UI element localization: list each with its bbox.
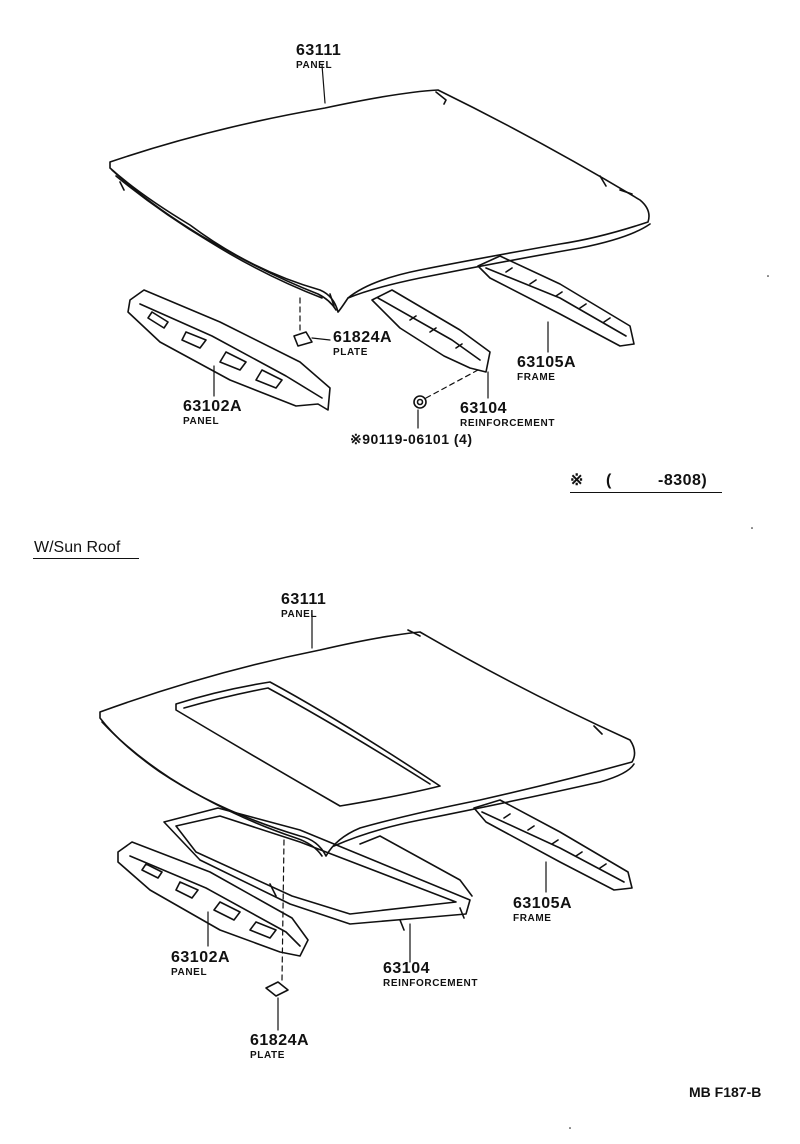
part-number: 63102A bbox=[183, 398, 243, 415]
front-header-panel-sunroof-part bbox=[117, 841, 309, 957]
part-number: 61824A bbox=[333, 329, 393, 346]
speck bbox=[569, 1127, 571, 1129]
roof-panel-sunroof-part bbox=[99, 629, 636, 857]
section-title-sunroof: W/Sun Roof bbox=[34, 539, 121, 556]
callout-panel-2: 63111 PANEL bbox=[281, 592, 326, 620]
part-number: ※90119-06101 (4) bbox=[350, 431, 473, 447]
leader-panel-1 bbox=[321, 64, 326, 104]
rear-frame-part-2 bbox=[473, 799, 633, 891]
callout-front-panel-1: 63102A PANEL bbox=[183, 399, 242, 427]
speck bbox=[767, 275, 769, 277]
part-name: PANEL bbox=[171, 967, 208, 978]
part-name: PANEL bbox=[296, 60, 333, 71]
callout-front-panel-2: 63102A PANEL bbox=[171, 950, 230, 978]
rear-frame-part-1 bbox=[477, 255, 635, 347]
leader-plate-1b bbox=[311, 337, 331, 341]
note-range: -8308) bbox=[658, 472, 708, 489]
part-number: 63104 bbox=[383, 960, 430, 977]
front-header-panel-part bbox=[127, 289, 331, 411]
bolt-part-1 bbox=[413, 395, 427, 409]
callout-reinforcement-2: 63104 REINFORCEMENT bbox=[383, 961, 478, 989]
roof-panel-part bbox=[109, 89, 651, 313]
applicability-note: ※ ( -8308) bbox=[570, 472, 722, 493]
part-name: FRAME bbox=[517, 372, 556, 383]
note-symbol: ※ bbox=[570, 472, 584, 489]
callout-plate-2: 61824A PLATE bbox=[250, 1033, 309, 1061]
part-name: PLATE bbox=[250, 1050, 286, 1061]
callout-plate-1: 61824A PLATE bbox=[333, 330, 392, 358]
part-name: FRAME bbox=[513, 913, 552, 924]
part-number: 63105A bbox=[513, 895, 573, 912]
speck bbox=[751, 527, 753, 529]
reinforcement-part-1 bbox=[371, 289, 491, 373]
callout-bolt-1: ※90119-06101 (4) bbox=[350, 432, 472, 446]
note-open-paren: ( bbox=[606, 472, 612, 489]
part-number: 63104 bbox=[460, 400, 507, 417]
part-number: 63111 bbox=[296, 42, 342, 59]
part-name: REINFORCEMENT bbox=[460, 418, 556, 429]
part-name: PANEL bbox=[281, 609, 318, 620]
figure-code: MB F187-B bbox=[689, 1084, 762, 1100]
part-number: 61824A bbox=[250, 1032, 310, 1049]
callout-frame-1: 63105A FRAME bbox=[517, 355, 576, 383]
part-name: PANEL bbox=[183, 416, 220, 427]
sunroof-reinforcement-part bbox=[163, 807, 473, 931]
section-title-underline bbox=[33, 558, 139, 559]
callout-reinforcement-1: 63104 REINFORCEMENT bbox=[460, 401, 555, 429]
callout-frame-2: 63105A FRAME bbox=[513, 896, 572, 924]
part-number: 63105A bbox=[517, 354, 577, 371]
note-underline bbox=[570, 492, 722, 493]
part-name: PLATE bbox=[333, 347, 369, 358]
plate-part-2 bbox=[265, 981, 289, 997]
leader-plate-2 bbox=[281, 839, 285, 981]
leader-bolt-dashed-1 bbox=[425, 369, 479, 399]
plate-part-1 bbox=[293, 331, 313, 347]
callout-panel-1: 63111 PANEL bbox=[296, 43, 341, 71]
part-number: 63111 bbox=[281, 591, 327, 608]
part-name: REINFORCEMENT bbox=[383, 978, 479, 989]
part-number: 63102A bbox=[171, 949, 231, 966]
